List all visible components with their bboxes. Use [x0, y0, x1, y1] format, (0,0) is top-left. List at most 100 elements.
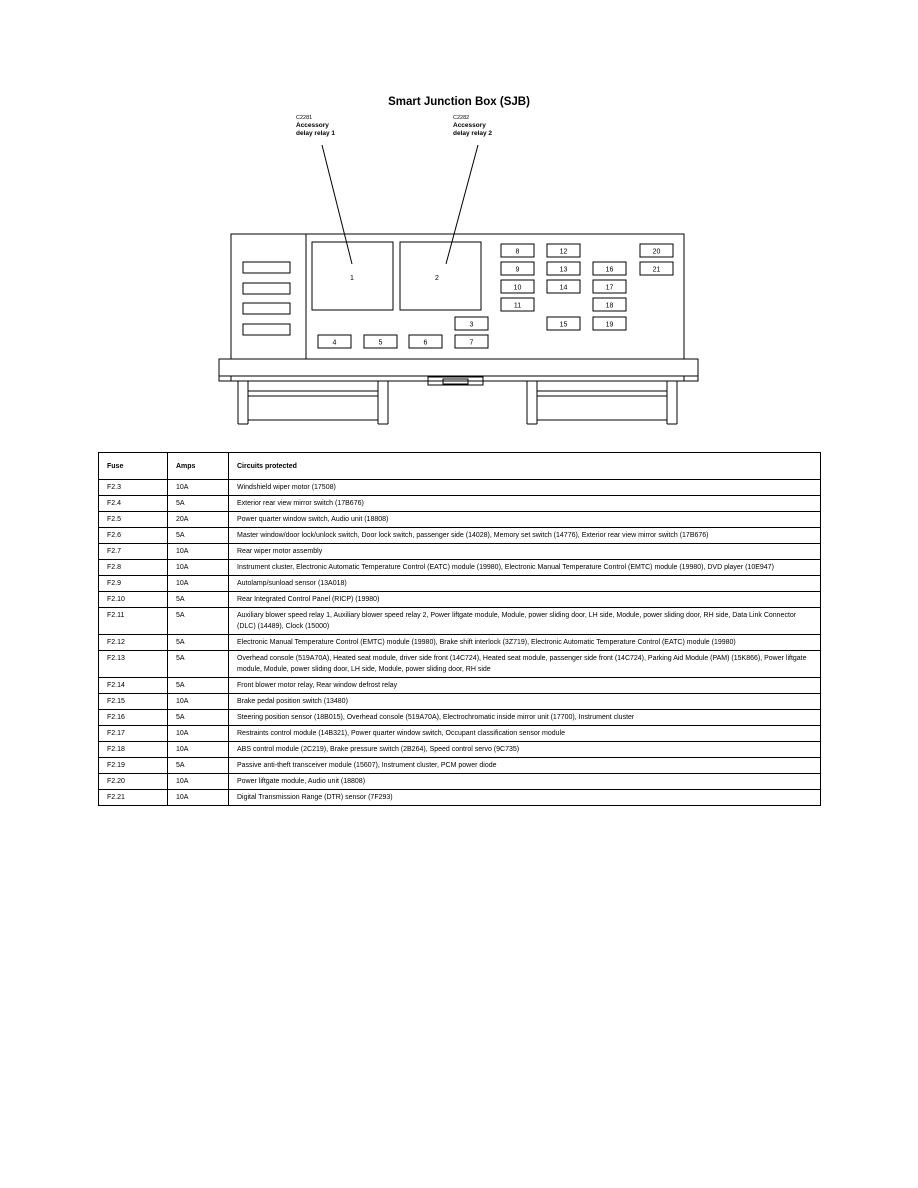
amps-cell: 5A: [167, 527, 229, 544]
fuse-cell: F2.20: [98, 773, 168, 790]
fuse-outline: [500, 243, 535, 258]
circuits-cell: Autolamp/sunload sensor (13A018): [228, 575, 821, 592]
fuse-slot-15: 15: [546, 316, 581, 331]
connector-code: C2282: [453, 115, 470, 121]
amps-cell: 5A: [167, 607, 229, 635]
fuse-outline: [500, 261, 535, 276]
side-slot: [242, 282, 291, 295]
fuse-slot-20: 20: [639, 243, 674, 258]
fuse-slot-5: 5: [363, 334, 398, 349]
circuits-cell: Steering position sensor (18B015), Overh…: [228, 709, 821, 726]
amps-cell: 10A: [167, 693, 229, 710]
amps-cell: 20A: [167, 511, 229, 528]
fuse-cell: F2.21: [98, 789, 168, 806]
fuse-slot-7: 7: [454, 334, 489, 349]
fuse-number: 5: [379, 340, 383, 347]
fuse-cell: F2.10: [98, 591, 168, 608]
fuse-outline: [546, 279, 581, 294]
header-amps: Amps: [167, 452, 229, 480]
fuse-slot-4: 4: [317, 334, 352, 349]
fuse-outline: [592, 261, 627, 276]
amps-cell: 10A: [167, 559, 229, 576]
fuse-number: 6: [424, 340, 428, 347]
fuse-slot-18: 18: [592, 297, 627, 312]
table-header-row: Fuse Amps Circuits protected: [98, 452, 821, 480]
fuse-outline: [500, 279, 535, 294]
box-outline: [230, 233, 685, 360]
callout-line: delay relay 1: [296, 130, 336, 137]
circuits-cell: Overhead console (519A70A), Heated seat …: [228, 650, 821, 678]
circuits-cell: Master window/door lock/unlock switch, D…: [228, 527, 821, 544]
fuse-cell: F2.18: [98, 741, 168, 758]
fuse-cell: F2.12: [98, 634, 168, 651]
left-mount: [237, 381, 389, 425]
fuse-outline: [592, 279, 627, 294]
circuits-cell: Brake pedal position switch (13480): [228, 693, 821, 710]
fuse-slot-12: 12: [546, 243, 581, 258]
diagram-title: Smart Junction Box (SJB): [388, 96, 530, 108]
fuse-number: 19: [606, 322, 614, 329]
amps-cell: 5A: [167, 757, 229, 774]
fuse-number: 18: [606, 303, 614, 310]
fuse-number: 20: [653, 249, 661, 256]
fuse-cell: F2.8: [98, 559, 168, 576]
connector-code: C2281: [296, 115, 313, 121]
amps-cell: 10A: [167, 773, 229, 790]
fuse-cell: F2.6: [98, 527, 168, 544]
circuits-cell: Rear wiper motor assembly: [228, 543, 821, 560]
fuse-cell: F2.7: [98, 543, 168, 560]
circuits-cell: Passive anti-theft transceiver module (1…: [228, 757, 821, 774]
fuse-number: 14: [560, 285, 568, 292]
circuits-cell: Instrument cluster, Electronic Automatic…: [228, 559, 821, 576]
fuse-slot-10: 10: [500, 279, 535, 294]
fuse-number: 16: [606, 267, 614, 274]
fuse-number: 15: [560, 322, 568, 329]
fuse-slot-3: 3: [454, 316, 489, 331]
fuse-cell: F2.17: [98, 725, 168, 742]
circuits-cell: Windshield wiper motor (17508): [228, 479, 821, 496]
circuits-cell: Restraints control module (14B321), Powe…: [228, 725, 821, 742]
amps-cell: 10A: [167, 543, 229, 560]
fuse-outline: [500, 297, 535, 312]
amps-cell: 5A: [167, 591, 229, 608]
fuse-outline: [639, 243, 674, 258]
fuse-cell: F2.11: [98, 607, 168, 635]
fuse-outline: [363, 334, 398, 349]
relay-2-outline: [399, 241, 482, 311]
fuse-slot-8: 8: [500, 243, 535, 258]
header-circuits: Circuits protected: [228, 452, 821, 480]
fuse-cell: F2.14: [98, 677, 168, 694]
fuse-number: 10: [514, 285, 522, 292]
amps-cell: 5A: [167, 495, 229, 512]
fuse-number: 21: [653, 267, 661, 274]
relay-2-label: 2: [435, 275, 439, 282]
amps-cell: 5A: [167, 650, 229, 678]
leader-line-1: [321, 144, 353, 265]
fuse-number: 4: [333, 340, 337, 347]
callout-relay-2: C2282 Accessory delay relay 2: [453, 114, 492, 138]
fuse-slot-16: 16: [592, 261, 627, 276]
circuits-cell: Rear Integrated Control Panel (RICP) (19…: [228, 591, 821, 608]
fuse-cell: F2.13: [98, 650, 168, 678]
fuse-number: 3: [470, 322, 474, 329]
fuse-number: 9: [516, 267, 520, 274]
amps-cell: 10A: [167, 479, 229, 496]
fuse-cell: F2.15: [98, 693, 168, 710]
